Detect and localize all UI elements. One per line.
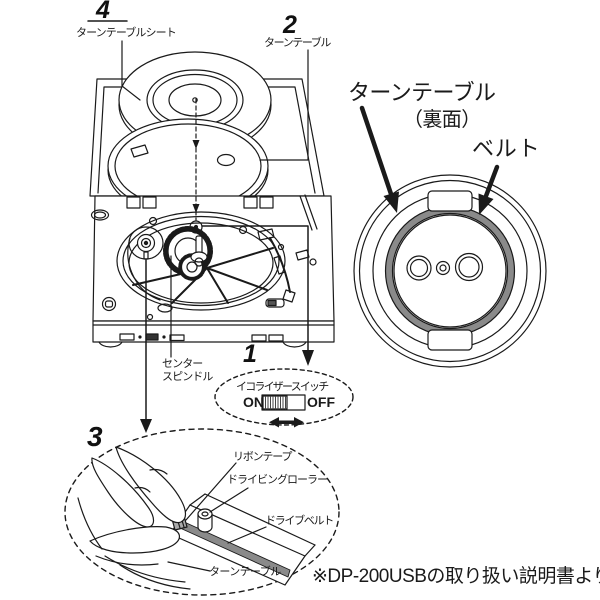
label-off: OFF: [307, 394, 335, 410]
label-equalizer-switch: イコライザースイッチ: [236, 381, 329, 393]
label-ribbon-tape: リボンテープ: [233, 451, 292, 463]
label-drive-belt: ドライブベルト: [265, 515, 334, 527]
label-center-spindle-line1: センター: [162, 358, 203, 370]
label-on: ON: [243, 394, 264, 410]
label-driving-roller: ドライビングローラー: [227, 474, 328, 486]
driving-roller-drawing: [197, 508, 213, 533]
label-3-number: 3: [87, 421, 103, 452]
hand-drawing: [77, 446, 191, 590]
label-turntable-back-title: ターンテーブル: [348, 80, 496, 105]
turntable-back-view-drawing: [353, 105, 547, 368]
slide-direction-arrow: [269, 417, 304, 428]
label-turntable-sheet: ターンテーブルシート: [76, 27, 177, 39]
label-turntable-top: ターンテーブル: [264, 37, 331, 49]
leader-lines: [87, 20, 314, 433]
source-note: ※DP-200USBの取り扱い説明書より: [312, 566, 600, 587]
pointer-arrows: [359, 105, 500, 215]
label-4-number: 4: [96, 0, 110, 24]
label-belt: ベルト: [472, 136, 541, 161]
label-turntable-back-subtitle: （裏面）: [403, 109, 481, 131]
label-2-number: 2: [283, 11, 297, 39]
assembly-centerline: [192, 98, 200, 221]
equalizer-switch: [261, 394, 306, 411]
equalizer-callout-drawing: [214, 368, 354, 428]
belt-detail-callout-drawing: [64, 428, 340, 596]
detail-leader-lines: [167, 462, 267, 572]
turntable-base-drawing: [90, 194, 335, 348]
label-center-spindle-line2: スピンドル: [162, 370, 213, 383]
label-turntable-bottom: ターンテーブル: [209, 566, 281, 578]
label-1-number: 1: [243, 340, 257, 368]
